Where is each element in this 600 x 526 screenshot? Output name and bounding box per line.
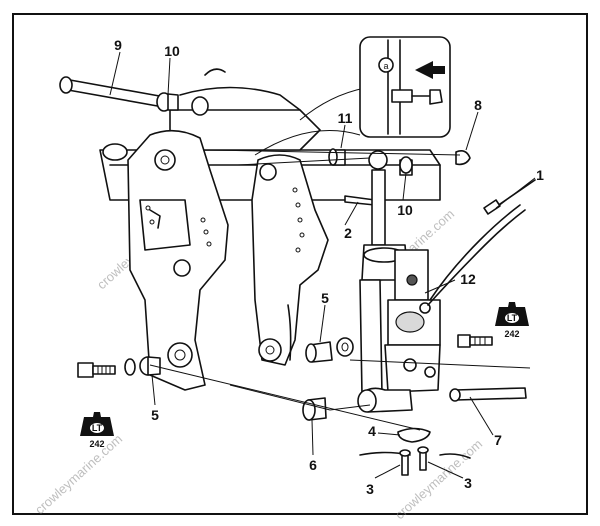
watermark-3: crowleymarine.com [32, 431, 125, 517]
callout-8: 8 [474, 97, 482, 113]
inset-marker-a: a [383, 61, 388, 71]
callout-10-right: 10 [397, 202, 413, 218]
tilt-pin [59, 76, 166, 108]
callout-1: 1 [536, 167, 544, 183]
callout-10-top: 10 [164, 43, 180, 59]
callout-3-right: 3 [464, 475, 472, 491]
inset-detail [254, 36, 451, 156]
tilt-cylinder-unit [357, 169, 526, 413]
lower-left-fasteners [77, 356, 161, 378]
callout-5-lower: 5 [151, 407, 159, 423]
loctite-icon-right [495, 302, 529, 326]
callout-6: 6 [309, 457, 317, 473]
bushing-top [156, 92, 209, 116]
callout-2: 2 [344, 225, 352, 241]
loctite-code-right: 242 [504, 329, 519, 339]
left-swivel-bracket [127, 129, 229, 391]
callout-11: 11 [338, 110, 353, 126]
bushings-right [305, 337, 354, 363]
assembly-guide-lines [149, 149, 531, 431]
loctite-icon-left [80, 412, 114, 436]
loctite-symbol-left: LT [92, 423, 103, 433]
right-swivel-bracket [251, 154, 329, 366]
loctite-code-left: 242 [89, 439, 104, 449]
callout-3-left: 3 [366, 481, 374, 497]
right-side-bolt [457, 334, 493, 348]
callout-4: 4 [368, 423, 376, 439]
lower-pin [449, 387, 527, 402]
callout-5-upper: 5 [321, 290, 329, 306]
callout-12: 12 [460, 271, 476, 287]
lower-bushing [302, 397, 327, 421]
callout-7: 7 [494, 432, 502, 448]
leader-lines [109, 51, 536, 479]
pivot-rod-parts [328, 148, 471, 206]
callout-9: 9 [114, 37, 122, 53]
loctite-symbol-right: LT [507, 313, 518, 323]
diagram-frame [12, 13, 588, 515]
